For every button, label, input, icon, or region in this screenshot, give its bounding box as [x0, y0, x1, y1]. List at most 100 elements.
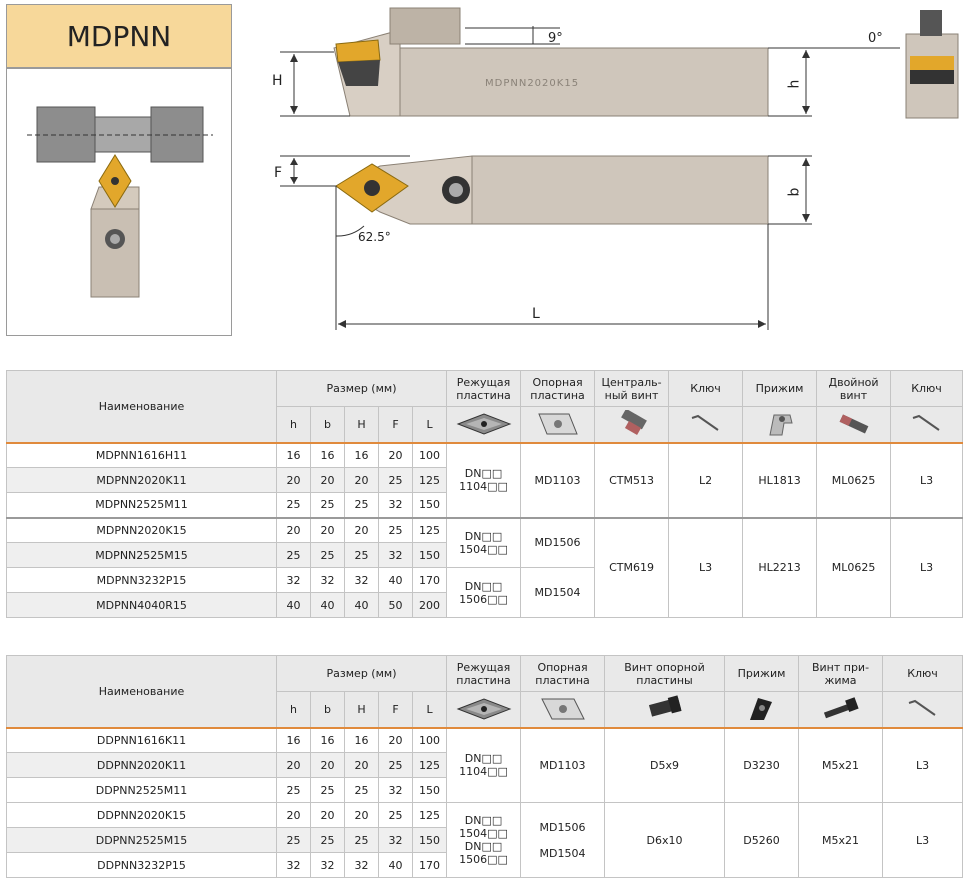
- shim-line: MD1504: [539, 846, 586, 860]
- cell-b: 20: [310, 752, 345, 778]
- cell-key: L3: [882, 726, 964, 803]
- cell-H: 40: [344, 592, 379, 618]
- cell-insert: DN□□1504□□: [446, 517, 522, 568]
- key-icon: [890, 406, 964, 443]
- cell-b: 32: [310, 852, 345, 878]
- insert-icon: [446, 691, 522, 728]
- table-row: DDPNN2020K15 20 20 20 25 125 DN□□1504□□D…: [6, 802, 964, 878]
- cell-L: 100: [411, 726, 448, 753]
- cell-F: 40: [378, 567, 413, 593]
- row-name: DDPNN2525M11: [6, 777, 277, 803]
- cell-h: 40: [276, 592, 311, 618]
- cell-L: 125: [411, 802, 448, 828]
- insert-line: DN□□: [464, 467, 503, 480]
- insert-line: 1504□□: [459, 542, 508, 556]
- cell-double-screw: ML0625: [816, 517, 892, 618]
- page-title: MDPNN: [6, 4, 232, 68]
- cell-F: 32: [378, 777, 413, 803]
- cell-key: L3: [890, 441, 964, 518]
- cell-H: 32: [344, 852, 379, 878]
- cell-L: 100: [411, 441, 448, 468]
- cell-clamp-screw: M5x21: [798, 802, 884, 878]
- insert-line: DN□□: [464, 840, 503, 853]
- key-icon: [668, 406, 744, 443]
- header-line: винт: [839, 388, 868, 402]
- cell-key: L3: [890, 517, 964, 618]
- cell-b: 25: [310, 777, 345, 803]
- cell-H: 16: [344, 441, 379, 468]
- cell-shim: MD1103: [520, 726, 606, 803]
- header-line: пластина: [456, 388, 511, 402]
- cell-F: 25: [378, 802, 413, 828]
- dim-F-label: F: [274, 165, 283, 181]
- cell-clamp: D3230: [724, 726, 800, 803]
- header-line: Двойной: [828, 375, 879, 389]
- cell-b: 20: [310, 517, 345, 543]
- col-header-b: b: [310, 691, 345, 728]
- cell-b: 25: [310, 542, 345, 568]
- col-header-clamp: Прижим: [742, 370, 818, 407]
- cell-clamp: D5260: [724, 802, 800, 878]
- cell-h: 16: [276, 441, 311, 468]
- shim-icon: [520, 406, 596, 443]
- header-line: пластины: [636, 673, 693, 687]
- cell-shim: MD1103: [520, 441, 596, 518]
- table-row: DDPNN3232P15 32 32 32 40 170: [6, 852, 963, 878]
- col-header-key: Ключ: [882, 655, 964, 692]
- cell-h: 25: [276, 777, 311, 803]
- technical-drawing: [280, 7, 959, 330]
- cell-b: 20: [310, 802, 345, 828]
- table-row: MDPNN3232P15 32 32 32 40 170 DN□□1506□□ …: [6, 567, 963, 618]
- double-screw-icon: [816, 406, 892, 443]
- cell-h: 16: [276, 726, 311, 753]
- cell-L: 150: [411, 542, 448, 568]
- cell-F: 25: [378, 517, 413, 543]
- row-name: MDPNN4040R15: [6, 592, 277, 618]
- table-row: MDPNN1616H11 16 16 16 20 100 DN□□1104□□ …: [6, 441, 964, 518]
- col-header-clamp: Прижим: [724, 655, 800, 692]
- table-row: MDPNN4040R15 40 40 40 50 200: [6, 592, 963, 618]
- col-header-key: Ключ: [668, 370, 744, 407]
- col-header-h: h: [276, 691, 311, 728]
- cell-h: 20: [276, 517, 311, 543]
- table-row: DDPNN2525M15 25 25 25 32 150: [6, 827, 963, 853]
- cell-F: 25: [378, 752, 413, 778]
- cell-F: 20: [378, 726, 413, 753]
- cell-shim-screw: D6x10: [604, 802, 726, 878]
- header-line: Централь-: [601, 375, 662, 389]
- cell-b: 16: [310, 726, 345, 753]
- cell-clamp-screw: M5x21: [798, 726, 884, 803]
- col-header-H: H: [344, 691, 379, 728]
- row-name: DDPNN2020K11: [6, 752, 277, 778]
- row-name: DDPNN3232P15: [6, 852, 277, 878]
- cell-clamp: HL1813: [742, 441, 818, 518]
- tool-thumbnail-illustration: [27, 106, 213, 298]
- cell-L: 150: [411, 492, 448, 518]
- table-row: MDPNN2020K15 20 20 20 25 125 DN□□1504□□ …: [6, 517, 964, 618]
- header-line: Опорная: [532, 375, 583, 389]
- cell-H: 16: [344, 726, 379, 753]
- col-header-name: Наименование: [6, 655, 277, 728]
- col-header-b: b: [310, 406, 345, 443]
- col-header-central-screw: Централь-ный винт: [594, 370, 670, 407]
- cell-central-screw: CTM619: [594, 517, 670, 618]
- cell-H: 20: [344, 802, 379, 828]
- cell-b: 25: [310, 827, 345, 853]
- row-name: MDPNN1616H11: [6, 441, 277, 468]
- angle-end-label: 0°: [868, 31, 883, 46]
- insert-line: DN□□: [464, 579, 503, 593]
- angle-top-label: 9°: [548, 31, 563, 46]
- insert-line: 1104□□: [459, 480, 508, 493]
- shim-screw-icon: [604, 691, 726, 728]
- cell-F: 32: [378, 542, 413, 568]
- cell-L: 150: [411, 777, 448, 803]
- header-line: Режущая: [456, 375, 511, 389]
- table-row: DDPNN1616K11 16 16 16 20 100 DN□□1104□□ …: [6, 726, 964, 803]
- cell-clamp: HL2213: [742, 517, 818, 618]
- cell-H: 20: [344, 517, 379, 543]
- header-line: Винт опорной: [624, 660, 705, 674]
- col-header-F: F: [378, 406, 413, 443]
